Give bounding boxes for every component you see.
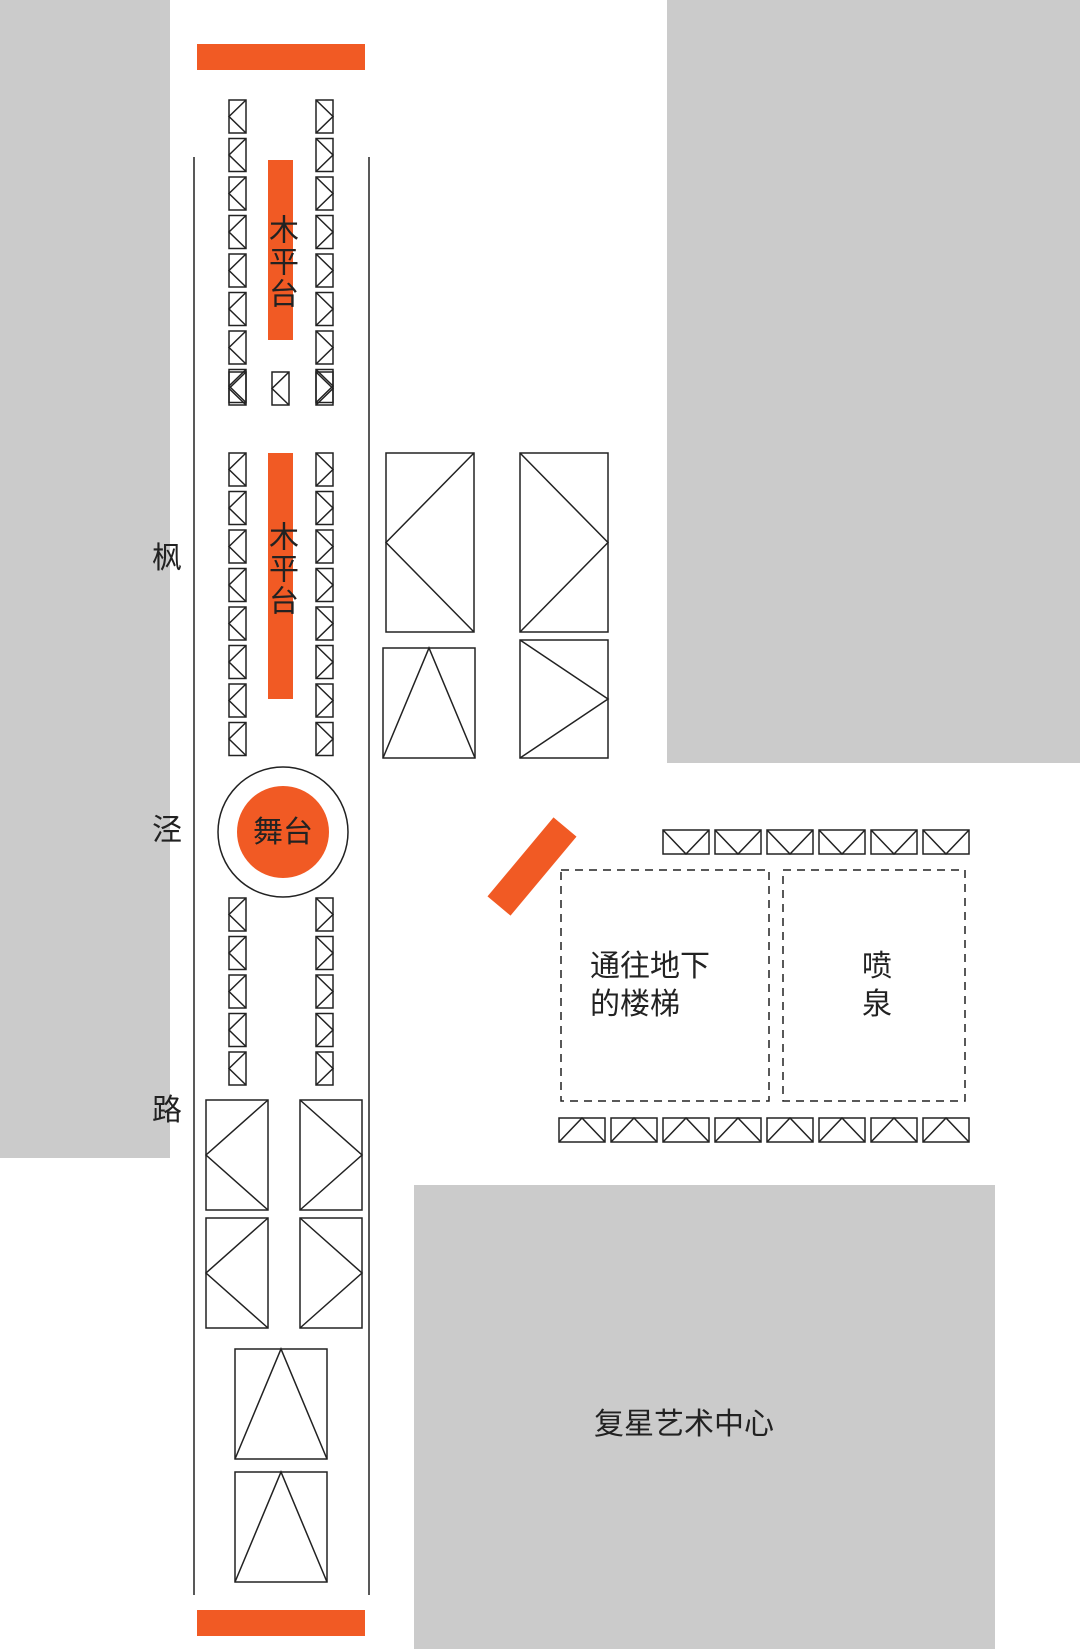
planter-right-top [315,371,335,406]
bench-row-top [766,829,814,856]
planter-left-middle [227,490,247,526]
bench-row-bottom [922,1116,970,1143]
bench-row-bottom [662,1116,710,1143]
building-arts-center [414,1185,995,1649]
planter-left-lower [227,897,247,932]
planter-left-top [227,371,247,406]
stage-circle [237,786,329,878]
large-planter [519,639,610,759]
large-planter [204,1099,269,1211]
planter-left-top [227,214,247,250]
road-label-char-2: 泾 [152,813,182,848]
bench-row-bottom [818,1116,866,1143]
planter-left-top [227,253,247,288]
planter-left-lower [227,974,247,1009]
large-planter [519,452,610,633]
end-bar-bottom [197,1610,365,1636]
planter-left-top [227,330,247,365]
planter-left-middle [227,567,247,603]
planter-right-middle [315,452,335,487]
wooden-platform-top [268,160,293,340]
planter-right-top [315,137,335,173]
stage-ring [217,766,349,898]
planter-left-middle [227,452,247,487]
planter-right-middle [315,644,335,680]
planter-left-middle [227,644,247,680]
large-planter [204,1217,269,1329]
wooden-platform-middle-label: 木平台 [263,521,298,617]
road-label-char-3: 路 [152,1093,182,1128]
bench-row-top [922,829,970,856]
fountain-area [782,869,966,1102]
large-planter [234,1470,328,1583]
planter-right-lower [315,974,335,1009]
stage-label: 舞台 [253,815,313,850]
planter-right-top [315,291,335,327]
bench-row-top [662,829,710,856]
planter-right-middle [315,567,335,603]
planter-left-lower [227,1012,247,1048]
planter-left-lower [227,935,247,971]
planter-left-middle [227,721,247,757]
planter-left-top [227,137,247,173]
end-bar-top [197,44,365,70]
planter-left-top [227,176,247,211]
planter-left-top [227,99,247,134]
fountain-label: 喷 泉 [862,949,892,1022]
large-planter [299,1099,364,1211]
planter-right-lower [315,935,335,971]
planter-right-top [315,176,335,211]
building-left [0,0,170,1158]
planter-center [270,371,290,406]
planter-right-top [315,214,335,250]
planter-left-middle [227,683,247,718]
wooden-platform-top-label: 木平台 [263,214,298,310]
bench-row-bottom [610,1116,658,1143]
planter-right-top [315,330,335,365]
planter-left-lower [227,1051,247,1086]
large-planter [382,646,476,759]
bench-row-bottom [558,1116,606,1143]
planter-right-middle [315,606,335,641]
planter-left-top [227,291,247,327]
planter-right-middle [315,490,335,526]
bench-row-bottom [870,1116,918,1143]
bench-row-bottom [766,1116,814,1143]
wooden-platform-middle [268,453,293,699]
orange-diagonal-bar [487,817,577,916]
arts-center-label: 复星艺术中心 [594,1407,774,1442]
bench-row-top [714,829,762,856]
planter-right-middle [315,721,335,757]
planter-right-middle [315,529,335,564]
stairs-label: 通往地下 的楼梯 [590,949,710,1022]
building-top-right [667,0,1080,763]
bench-row-top [870,829,918,856]
planter-right-top [315,253,335,288]
bench-row-top [818,829,866,856]
planter-left-middle [227,529,247,564]
large-planter [234,1347,328,1460]
planter-right-lower [315,897,335,932]
stairs-area [560,869,770,1102]
large-planter [299,1217,364,1329]
planter-right-lower [315,1012,335,1048]
planter-right-lower [315,1051,335,1086]
planter-left-middle [227,606,247,641]
large-planter [384,452,475,633]
road-label-char-1: 枫 [152,541,182,576]
bench-row-bottom [714,1116,762,1143]
planter-right-middle [315,683,335,718]
planter-right-top [315,99,335,134]
